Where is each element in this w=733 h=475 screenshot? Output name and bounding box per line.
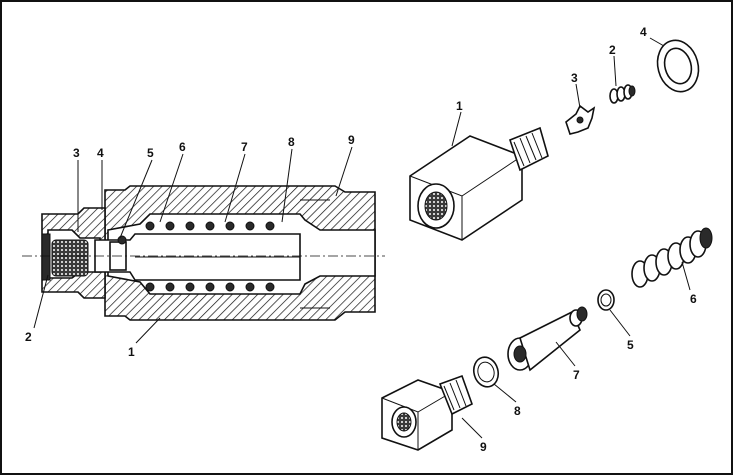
- exploded-label-8: 8: [514, 404, 521, 418]
- section-ring: [41, 233, 51, 281]
- section-label-4: 4: [97, 146, 104, 160]
- exploded-label-6: 6: [690, 292, 697, 306]
- exploded-label-5: 5: [627, 338, 634, 352]
- exploded-part-9-nut: [381, 374, 473, 451]
- section-label-3: 3: [73, 146, 80, 160]
- exploded-label-3: 3: [571, 71, 578, 85]
- exploded-part-8-washer: [472, 356, 500, 388]
- exploded-part-5-oring: [597, 289, 615, 311]
- exploded-part-3-filter: [565, 104, 596, 135]
- section-spring-bottom: [145, 282, 275, 292]
- exploded-part-7-plunger: [507, 306, 588, 372]
- section-view: 3 4 5 6 7 8 9 2 1: [22, 133, 385, 359]
- exploded-part-6-spring: [631, 227, 713, 288]
- section-label-8: 8: [288, 135, 295, 149]
- section-label-6: 6: [179, 140, 186, 154]
- exploded-label-1: 1: [456, 99, 463, 113]
- section-filter: [51, 239, 89, 277]
- section-label-5: 5: [147, 146, 154, 160]
- section-label-9: 9: [348, 133, 355, 147]
- exploded-label-9: 9: [480, 440, 487, 454]
- section-oring: [117, 235, 127, 245]
- exploded-part-4-washer: [656, 39, 700, 93]
- section-label-7: 7: [241, 140, 248, 154]
- section-label-1: 1: [128, 345, 135, 359]
- exploded-part-2-ring: [609, 84, 636, 104]
- section-spring-top: [145, 221, 275, 231]
- section-label-2: 2: [25, 330, 32, 344]
- exploded-part-1-body: [409, 126, 549, 241]
- exploded-label-2: 2: [609, 43, 616, 57]
- section-outlet-threads: [300, 199, 330, 309]
- exploded-label-7: 7: [573, 368, 580, 382]
- exploded-label-4: 4: [640, 25, 647, 39]
- exploded-view: 1 3 2 4 6 5 7 8 9: [381, 25, 713, 454]
